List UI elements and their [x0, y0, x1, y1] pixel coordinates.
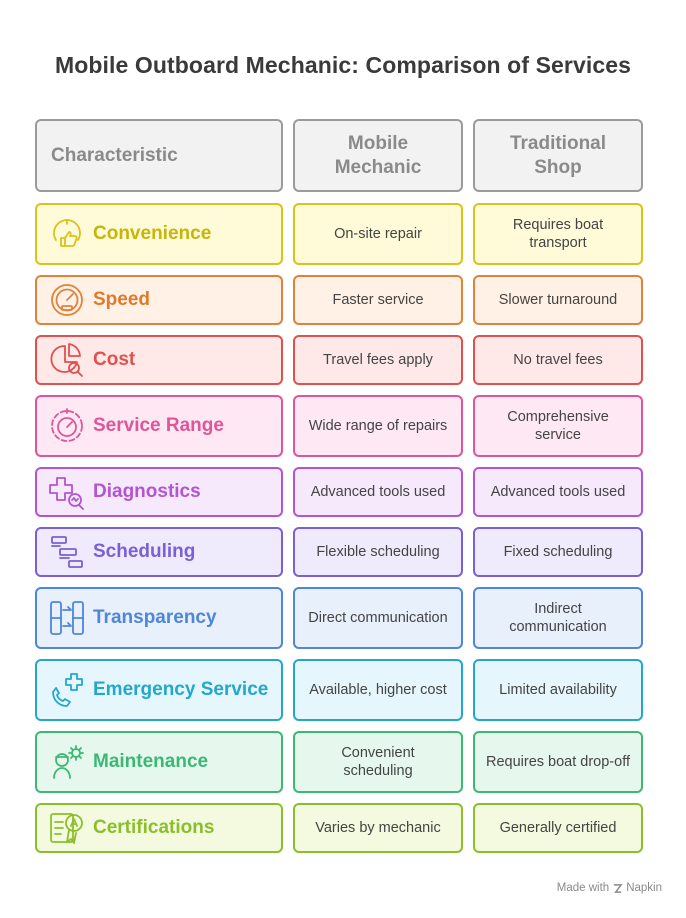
mechanic-gear-icon: [47, 742, 87, 782]
traditional-shop-certifications: Generally certified: [473, 803, 643, 853]
mobile-mechanic-scheduling: Flexible scheduling: [293, 527, 463, 577]
row-label-convenience: Convenience: [35, 203, 283, 265]
row-label-speed: Speed: [35, 275, 283, 325]
gantt-schedule-icon: [47, 532, 87, 572]
row-label-emergency-service: Emergency Service: [35, 659, 283, 721]
made-with-label: Made with: [556, 882, 610, 894]
mobile-mechanic-convenience: On-site repair: [293, 203, 463, 265]
mobile-mechanic-maintenance: Convenient scheduling: [293, 731, 463, 793]
traditional-shop-convenience: Requires boat transport: [473, 203, 643, 265]
traditional-shop-speed: Slower turnaround: [473, 275, 643, 325]
row-label-cost: Cost: [35, 335, 283, 385]
traditional-shop-transparency: Indirect communication: [473, 587, 643, 649]
header-traditional-shop: Traditional Shop: [473, 119, 643, 192]
traditional-shop-diagnostics: Advanced tools used: [473, 467, 643, 517]
characteristic-label: Convenience: [93, 223, 212, 244]
mobile-mechanic-emergency-service: Available, higher cost: [293, 659, 463, 721]
row-label-service-range: Service Range: [35, 395, 283, 457]
row-label-certifications: Certifications: [35, 803, 283, 853]
row-label-scheduling: Scheduling: [35, 527, 283, 577]
target-gauge-icon: [47, 406, 87, 446]
thumbs-up-gauge-icon: [47, 214, 87, 254]
napkin-brand-label: Napkin: [626, 882, 662, 894]
mobile-mechanic-speed: Faster service: [293, 275, 463, 325]
characteristic-label: Transparency: [93, 607, 217, 628]
characteristic-label: Maintenance: [93, 751, 209, 772]
napkin-logo-icon: [614, 883, 623, 893]
characteristic-label: Emergency Service: [93, 679, 269, 700]
speedometer-icon: [47, 280, 87, 320]
row-label-maintenance: Maintenance: [35, 731, 283, 793]
header-characteristic: Characteristic: [35, 119, 283, 192]
row-label-transparency: Transparency: [35, 587, 283, 649]
characteristic-label: Certifications: [93, 817, 215, 838]
transfer-columns-icon: [47, 598, 87, 638]
characteristic-label: Diagnostics: [93, 481, 201, 502]
characteristic-label: Service Range: [93, 415, 224, 436]
characteristic-label: Cost: [93, 349, 136, 370]
traditional-shop-service-range: Comprehensive service: [473, 395, 643, 457]
characteristic-label: Speed: [93, 289, 151, 310]
medical-diagnostics-icon: [47, 472, 87, 512]
traditional-shop-maintenance: Requires boat drop-off: [473, 731, 643, 793]
traditional-shop-emergency-service: Limited availability: [473, 659, 643, 721]
phone-medical-icon: [47, 670, 87, 710]
mobile-mechanic-certifications: Varies by mechanic: [293, 803, 463, 853]
page-title: Mobile Outboard Mechanic: Comparison of …: [54, 52, 632, 78]
pie-chart-search-icon: [47, 340, 87, 380]
characteristic-label: Scheduling: [93, 541, 196, 562]
mobile-mechanic-service-range: Wide range of repairs: [293, 395, 463, 457]
header-mobile-mechanic: Mobile Mechanic: [293, 119, 463, 192]
mobile-mechanic-diagnostics: Advanced tools used: [293, 467, 463, 517]
row-label-diagnostics: Diagnostics: [35, 467, 283, 517]
certificate-badge-icon: [47, 808, 87, 848]
mobile-mechanic-cost: Travel fees apply: [293, 335, 463, 385]
traditional-shop-scheduling: Fixed scheduling: [473, 527, 643, 577]
mobile-mechanic-transparency: Direct communication: [293, 587, 463, 649]
traditional-shop-cost: No travel fees: [473, 335, 643, 385]
footer-attribution: Made with Napkin: [557, 882, 662, 894]
